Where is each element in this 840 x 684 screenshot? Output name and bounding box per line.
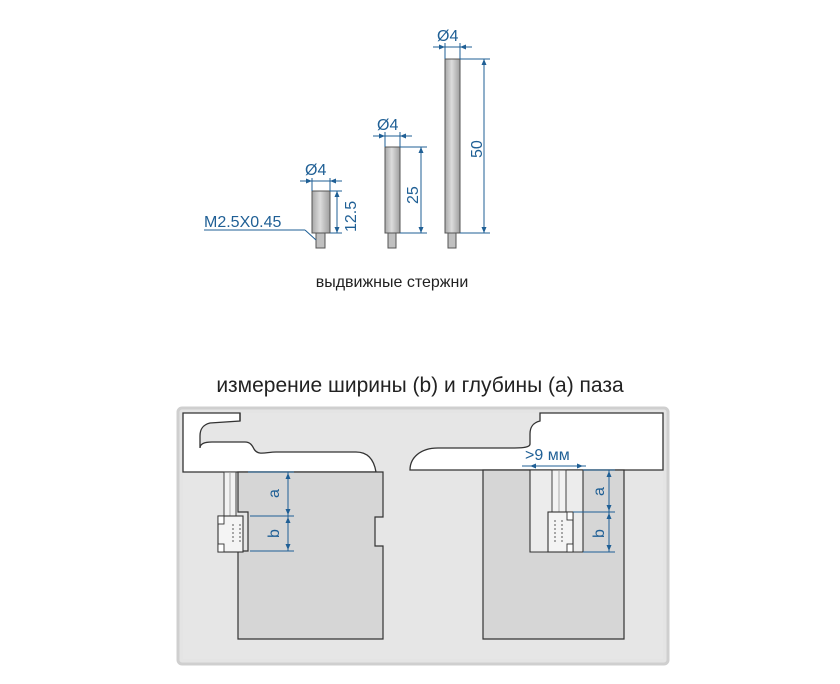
groove-right-min-width: >9 мм (525, 447, 570, 464)
pin-short-diameter: Ø4 (305, 162, 326, 179)
pins-group: Ø4 12.5 M2.5X0.45 Ø4 (204, 28, 490, 291)
workpiece-left (237, 471, 384, 640)
pin-short-thread (315, 232, 326, 249)
groove-right-width-label: b (591, 529, 608, 538)
pin-long: Ø4 50 (433, 28, 490, 249)
pin-medium-thread (387, 232, 397, 249)
pin-short-body (311, 190, 331, 234)
pins-caption: выдвижные стержни (316, 274, 469, 291)
pin-long-body (444, 58, 461, 234)
groove-left-example: a b (182, 412, 384, 640)
pin-long-length: 50 (469, 140, 486, 158)
pin-short-length: 12.5 (343, 201, 360, 232)
pin-short: Ø4 12.5 M2.5X0.45 (204, 162, 360, 249)
thread-label: M2.5X0.45 (204, 214, 281, 231)
pin-medium-length: 25 (405, 186, 422, 204)
pin-medium-body (384, 146, 401, 234)
caliper-body-right (409, 412, 664, 471)
groove-right-example: >9 мм a b (409, 412, 664, 640)
caliper-body-left (182, 412, 377, 473)
pin-medium-diameter: Ø4 (377, 117, 398, 134)
groove-right-depth-label: a (591, 487, 608, 496)
groove-panel: a b >9 мм (176, 406, 670, 666)
groove-left-width-label: b (266, 529, 283, 538)
pin-medium: Ø4 25 (373, 117, 427, 249)
groove-left-depth-label: a (266, 489, 283, 498)
groove-title: измерение ширины (b) и глубины (a) паза (216, 374, 624, 397)
pin-long-diameter: Ø4 (437, 28, 458, 45)
pin-long-thread (447, 232, 457, 249)
